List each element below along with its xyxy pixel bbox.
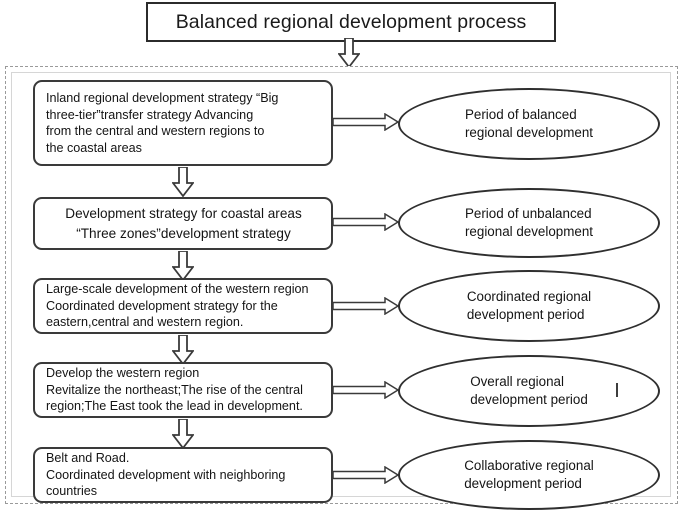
stage-box-3[interactable]: Large-scale development of the western r… xyxy=(33,278,333,334)
stage-box-3-line-2: Coordinated development strategy for the xyxy=(46,298,278,313)
period-ellipse-4-line-1: Overall regional xyxy=(470,374,564,389)
stage-box-2-line-1: Development strategy for coastal areas xyxy=(65,205,302,221)
period-ellipse-1[interactable]: Period of balanced regional development xyxy=(398,88,660,160)
period-ellipse-1-line-2: regional development xyxy=(464,125,594,140)
period-ellipse-1-line-1: Period of balanced xyxy=(464,107,577,122)
stage-box-1-line-4: the coastal areas xyxy=(46,140,142,155)
period-ellipse-5-line-2: development period xyxy=(464,476,582,491)
down-arrow-stage-4-to-5 xyxy=(172,419,194,449)
stage-box-5-line-2: Coordinated development with neighboring xyxy=(46,467,286,482)
right-arrow-stage-3 xyxy=(333,297,399,315)
stage-box-4-line-1: Develop the western region xyxy=(46,366,200,381)
down-arrow-stage-3-to-4 xyxy=(172,335,194,365)
stage-box-5[interactable]: Belt and Road. Coordinated development w… xyxy=(33,447,333,503)
stage-box-4-line-3: region;The East took the lead in develop… xyxy=(46,399,303,414)
stage-box-2[interactable]: Development strategy for coastal areas “… xyxy=(33,197,333,250)
period-ellipse-2-line-2: regional development xyxy=(464,224,594,239)
period-ellipse-4-line-2: development period xyxy=(470,392,588,407)
right-arrow-stage-2 xyxy=(333,213,399,231)
right-arrow-stage-1 xyxy=(333,113,399,131)
stage-box-1[interactable]: Inland regional development strategy “Bi… xyxy=(33,80,333,166)
stage-box-2-line-2: “Three zones”development strategy xyxy=(76,225,291,241)
period-ellipse-2-line-1: Period of unbalanced xyxy=(464,206,592,221)
period-ellipse-4[interactable]: Overall regional development period xyxy=(398,355,660,427)
stage-box-1-line-1: Inland regional development strategy “Bi… xyxy=(46,91,279,105)
period-ellipse-3-line-1: Coordinated regional xyxy=(466,289,592,304)
right-arrow-stage-4 xyxy=(333,381,399,399)
down-arrow-stage-2-to-3 xyxy=(172,251,194,281)
stage-box-1-line-2: three-tier”transfer strategy Advancing xyxy=(46,107,254,122)
stage-box-4[interactable]: Develop the western region Revitalize th… xyxy=(33,362,333,418)
stage-box-3-line-3: eastern,central and western region. xyxy=(46,315,244,330)
period-ellipse-5-line-1: Collaborative regional xyxy=(464,458,594,473)
period-ellipse-5[interactable]: Collaborative regional development perio… xyxy=(398,440,660,510)
down-arrow-stage-1-to-2 xyxy=(172,167,194,197)
stage-box-3-line-1: Large-scale development of the western r… xyxy=(46,282,309,297)
period-ellipse-2[interactable]: Period of unbalanced regional developmen… xyxy=(398,188,660,258)
page-title-box: Balanced regional development process xyxy=(146,2,556,42)
stage-box-1-line-3: from the central and western regions to xyxy=(46,124,265,138)
page-title: Balanced regional development process xyxy=(175,10,527,33)
stage-box-5-line-3: countries xyxy=(46,484,98,499)
diagram-inner-frame xyxy=(11,72,671,497)
right-arrow-stage-5 xyxy=(333,466,399,484)
scan-artifact-mark xyxy=(616,383,618,397)
period-ellipse-3[interactable]: Coordinated regional development period xyxy=(398,270,660,342)
down-arrow-title-to-frame xyxy=(338,38,360,68)
stage-box-4-line-2: Revitalize the northeast;The rise of the… xyxy=(46,382,303,397)
stage-box-5-line-1: Belt and Road. xyxy=(46,451,130,466)
period-ellipse-3-line-2: development period xyxy=(466,307,585,322)
